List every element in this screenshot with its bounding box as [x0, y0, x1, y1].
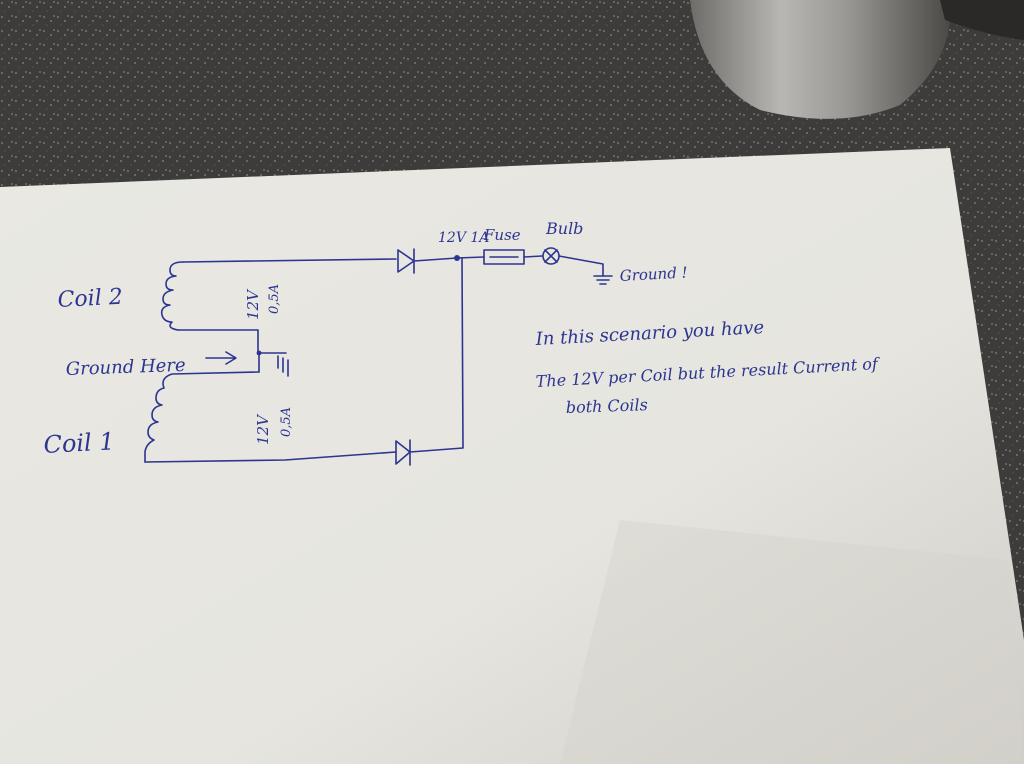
label-ground: Ground !: [619, 263, 688, 285]
label-coil1: Coil 1: [43, 427, 115, 459]
coil2-winding: [160, 261, 184, 331]
label-node: 12V 1A: [438, 230, 489, 246]
coil1-winding: [144, 371, 260, 463]
label-coil2: Coil 2: [57, 285, 123, 313]
label-fuse: Fuse: [483, 226, 521, 244]
label-ground-here: Ground Here: [65, 355, 186, 380]
label-coil2-voltage: 12V: [244, 288, 262, 320]
label-coil1-voltage: 12V: [254, 413, 272, 445]
metal-can: [690, 0, 1024, 119]
label-bulb: Bulb: [545, 219, 583, 238]
paper-sheet: [0, 148, 1024, 764]
note-line-3: both Coils: [565, 395, 648, 417]
ground-symbol: [593, 275, 613, 285]
circuit-sketch: [144, 247, 613, 466]
label-coil2-current: 0,5A: [267, 284, 282, 314]
label-coil1-current: 0,5A: [279, 407, 294, 437]
